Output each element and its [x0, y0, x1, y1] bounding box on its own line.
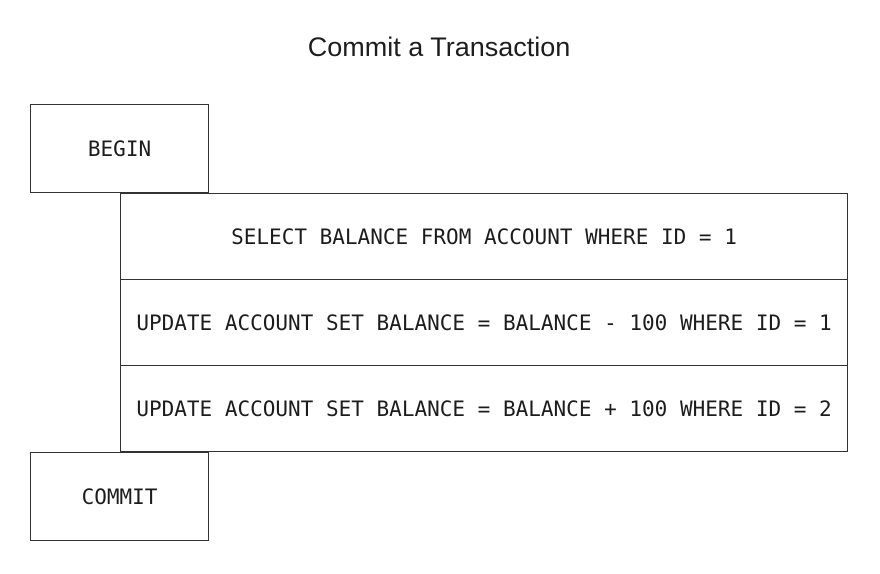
commit-node-label: COMMIT — [81, 484, 158, 509]
begin-node-label: BEGIN — [87, 136, 152, 161]
commit-node: COMMIT — [30, 452, 209, 541]
sql-statement-update-debit: UPDATE ACCOUNT SET BALANCE = BALANCE - 1… — [121, 279, 847, 365]
sql-statement-select: SELECT BALANCE FROM ACCOUNT WHERE ID = 1 — [231, 224, 737, 249]
diagram-title: Commit a Transaction — [307, 32, 571, 62]
sql-statement-update-credit: UPDATE ACCOUNT SET BALANCE = BALANCE + 1… — [121, 365, 847, 451]
sql-statement-stack: SELECT BALANCE FROM ACCOUNT WHERE ID = 1… — [120, 193, 848, 452]
begin-node: BEGIN — [30, 104, 209, 193]
